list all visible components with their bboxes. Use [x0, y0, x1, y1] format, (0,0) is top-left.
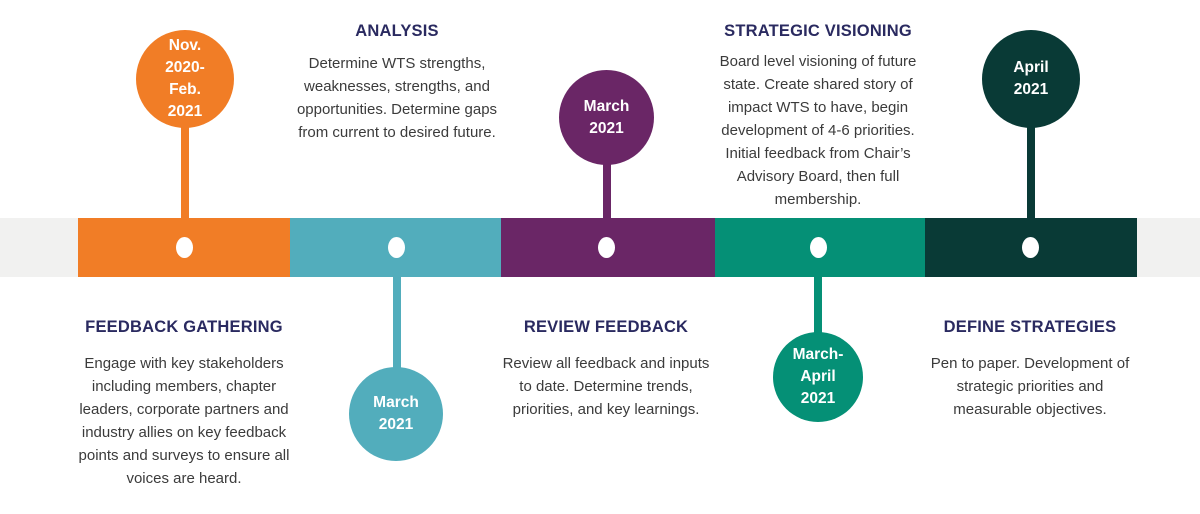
- phase-analysis-title: ANALYSIS: [355, 22, 439, 40]
- phase-analysis-stem: [393, 277, 401, 414]
- timeline-marker-dot: [810, 237, 827, 258]
- timeline-marker-dot: [176, 237, 193, 258]
- phase-feedback-gathering-stem: [181, 79, 189, 218]
- phase-feedback-gathering-description: Engage with key stakeholders including m…: [78, 355, 290, 487]
- timeline-marker-dot: [598, 237, 615, 258]
- phase-analysis-description: Determine WTS strengths, weaknesses, str…: [296, 55, 498, 141]
- phase-define-strategies-title: DEFINE STRATEGIES: [943, 318, 1117, 336]
- phase-strategic-visioning-stem: [814, 277, 822, 377]
- timeline-marker-dot: [1022, 237, 1039, 258]
- phase-review-feedback-date-circle: March 2021: [559, 70, 654, 165]
- phase-review-feedback-stem: [603, 117, 611, 218]
- phase-strategic-visioning-date-circle: March- April 2021: [773, 332, 863, 422]
- phase-feedback-gathering-title: FEEDBACK GATHERING: [85, 318, 283, 336]
- phase-review-feedback-description: Review all feedback and inputs to date. …: [502, 355, 710, 418]
- phase-strategic-visioning-title: STRATEGIC VISIONING: [724, 22, 912, 40]
- phase-strategic-visioning-description: Board level visioning of future state. C…: [719, 53, 917, 208]
- phase-define-strategies-date-circle: April 2021: [982, 30, 1080, 128]
- timeline-marker-dot: [388, 237, 405, 258]
- phase-feedback-gathering-date-circle: Nov. 2020- Feb. 2021: [136, 30, 234, 128]
- phase-define-strategies-description: Pen to paper. Development of strategic p…: [930, 355, 1130, 418]
- phase-review-feedback-title: REVIEW FEEDBACK: [523, 318, 689, 336]
- phase-analysis-date-circle: March 2021: [349, 367, 443, 461]
- phase-define-strategies-stem: [1027, 79, 1035, 218]
